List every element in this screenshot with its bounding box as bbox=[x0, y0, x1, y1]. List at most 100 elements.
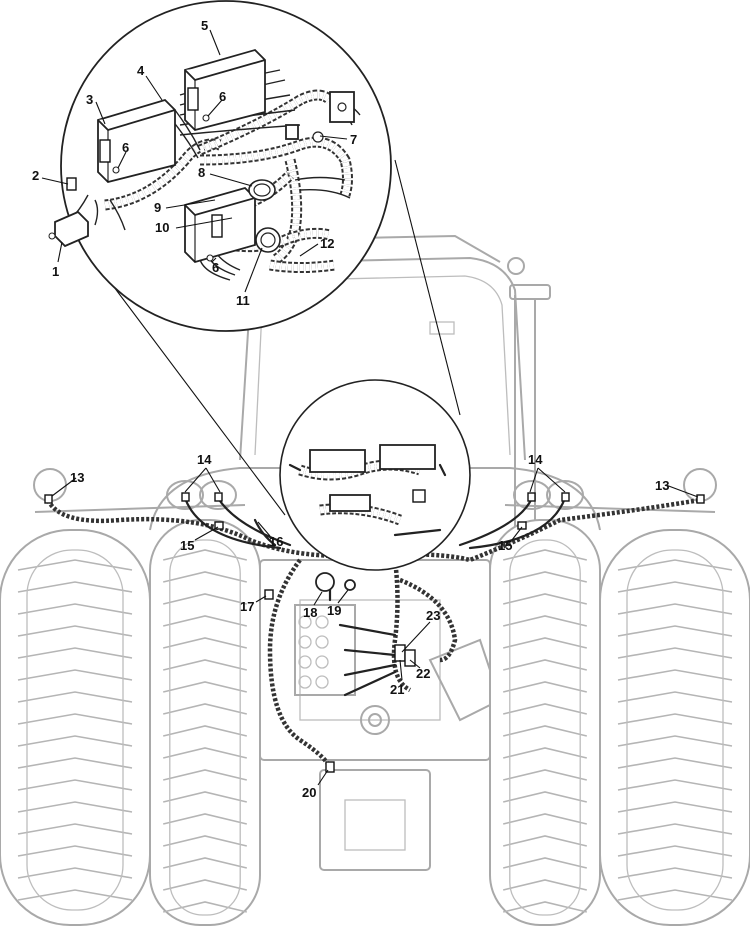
callout-6a: 6 bbox=[122, 140, 129, 155]
tire-tread bbox=[617, 691, 733, 703]
tire-tread bbox=[503, 901, 587, 913]
callout-22: 22 bbox=[416, 666, 430, 681]
tire-tread bbox=[163, 857, 247, 869]
tire-tread bbox=[17, 581, 133, 593]
tire-tread bbox=[617, 669, 733, 681]
detail-magnified-circle bbox=[48, 0, 392, 332]
ground-6c bbox=[206, 254, 214, 262]
tire-tread bbox=[163, 835, 247, 847]
connector-14-right-a bbox=[527, 492, 536, 502]
callout-6b: 6 bbox=[219, 89, 226, 104]
tire-tread bbox=[617, 647, 733, 659]
callout-labels: 1 2 3 4 5 6 6 6 7 8 9 10 11 12 13 13 14 … bbox=[32, 18, 669, 800]
tire-tread bbox=[17, 801, 133, 813]
callout-3: 3 bbox=[86, 92, 93, 107]
tire-tread bbox=[503, 791, 587, 803]
tire-tread bbox=[163, 615, 247, 627]
tire-tread bbox=[503, 747, 587, 759]
tire-right-outer bbox=[599, 529, 750, 926]
callout-2: 2 bbox=[32, 168, 39, 183]
tire-tread bbox=[617, 889, 733, 901]
tire-tread bbox=[17, 735, 133, 747]
tire-tread bbox=[617, 581, 733, 593]
tire-tread bbox=[163, 901, 247, 913]
callout-11: 11 bbox=[236, 293, 250, 308]
tire-tread bbox=[17, 757, 133, 769]
tire-tread bbox=[617, 625, 733, 637]
tire-tread bbox=[503, 703, 587, 715]
callout-12: 12 bbox=[320, 236, 334, 251]
tire-tread bbox=[503, 857, 587, 869]
tire-tread bbox=[17, 845, 133, 857]
tire-tread bbox=[617, 779, 733, 791]
callout-19: 19 bbox=[327, 603, 341, 618]
tire-tread bbox=[17, 603, 133, 615]
component-19 bbox=[344, 579, 356, 591]
connector-14-left-a bbox=[181, 492, 190, 502]
callout-23: 23 bbox=[426, 608, 440, 623]
module-3-4 bbox=[97, 98, 176, 183]
magnify-line-right bbox=[394, 159, 461, 416]
component-18 bbox=[315, 572, 335, 592]
tire-tread bbox=[163, 549, 247, 561]
tire-tread bbox=[17, 867, 133, 879]
connector-14-left-b bbox=[214, 492, 223, 502]
callout-10: 10 bbox=[155, 220, 169, 235]
tire-tread bbox=[163, 725, 247, 737]
tire-tread bbox=[163, 703, 247, 715]
tire-tread bbox=[163, 813, 247, 825]
tire-rim bbox=[626, 549, 724, 911]
connector-15-right bbox=[517, 521, 527, 530]
tire-tread bbox=[17, 823, 133, 835]
tire-tread bbox=[163, 747, 247, 759]
callout-15-right: 15 bbox=[498, 538, 512, 553]
relay-7 bbox=[285, 91, 355, 143]
tire-tread bbox=[503, 659, 587, 671]
connector-21 bbox=[394, 644, 406, 662]
callout-1: 1 bbox=[52, 264, 59, 279]
callout-15-left: 15 bbox=[180, 538, 194, 553]
connector-13-right bbox=[696, 494, 705, 504]
callout-7: 7 bbox=[350, 132, 357, 147]
tire-rim bbox=[509, 539, 581, 916]
grommet-11 bbox=[255, 227, 281, 253]
callout-20: 20 bbox=[302, 785, 316, 800]
callout-16: 16 bbox=[269, 534, 283, 549]
tire-tread bbox=[503, 769, 587, 781]
tire-tread bbox=[17, 625, 133, 637]
tire-tread bbox=[503, 615, 587, 627]
module-5 bbox=[184, 48, 266, 131]
detail-origin-circle bbox=[279, 379, 471, 571]
relay-1 bbox=[48, 210, 89, 248]
callout-5: 5 bbox=[201, 18, 208, 33]
tire-tread bbox=[617, 845, 733, 857]
tire-tread bbox=[503, 593, 587, 605]
tire-tread bbox=[503, 549, 587, 561]
tire-tread bbox=[503, 571, 587, 583]
tire-tread bbox=[17, 669, 133, 681]
leader-lines bbox=[41, 29, 699, 786]
tire-rim bbox=[26, 549, 124, 911]
tire-tread bbox=[503, 835, 587, 847]
tire-tread bbox=[503, 879, 587, 891]
tire-tread bbox=[17, 779, 133, 791]
connector-17 bbox=[264, 589, 274, 600]
tire-left-outer bbox=[0, 529, 151, 926]
tire-tread bbox=[163, 571, 247, 583]
callout-14-right: 14 bbox=[528, 452, 543, 467]
tire-tread bbox=[617, 801, 733, 813]
tire-tread bbox=[503, 813, 587, 825]
tire-tread bbox=[163, 637, 247, 649]
tire-tread bbox=[17, 713, 133, 725]
tire-tread bbox=[163, 791, 247, 803]
callout-21: 21 bbox=[390, 682, 404, 697]
connector-2 bbox=[66, 177, 77, 191]
ground-6a bbox=[112, 166, 120, 174]
tire-tread bbox=[163, 659, 247, 671]
chassis-wiring-harness bbox=[44, 492, 705, 773]
tire-tread bbox=[617, 823, 733, 835]
callout-9: 9 bbox=[154, 200, 161, 215]
tire-tread bbox=[163, 681, 247, 693]
tire-tread bbox=[17, 889, 133, 901]
